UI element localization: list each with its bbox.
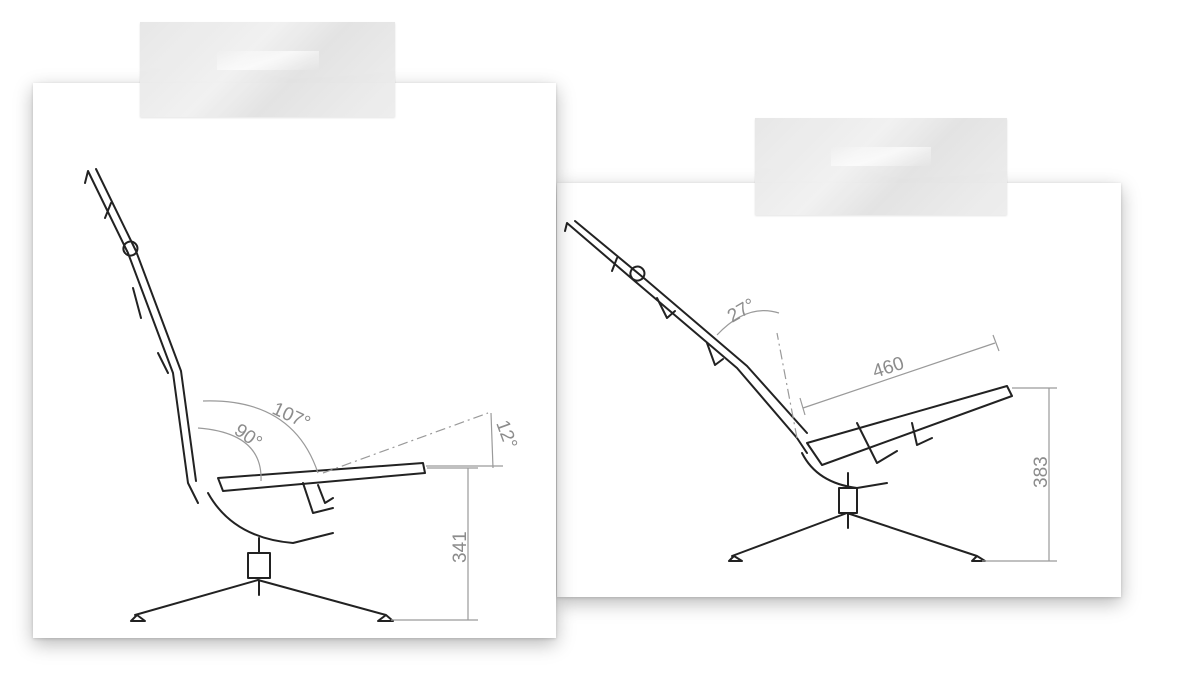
right-drawing-card: 27° 460 383	[557, 183, 1121, 597]
right-recline-reference-line	[776, 332, 798, 439]
left-chair-seat-frame	[207, 462, 426, 544]
right-seat-depth-line	[799, 334, 1000, 416]
right-seat-height-line	[982, 387, 1057, 562]
left-seat-tilt-angle-label: 12°	[491, 418, 521, 452]
left-seat-back-angle-90-label: 90°	[230, 420, 266, 454]
left-drawing-card: 107° 90° 12° 341	[33, 83, 556, 638]
left-seat-height-label: 341	[450, 531, 471, 563]
left-card-tape	[140, 22, 395, 117]
right-chair-base	[728, 472, 986, 562]
left-backrest-angle-arcs	[197, 400, 319, 482]
left-seat-height-line	[391, 467, 478, 621]
right-recline-angle-label: 27°	[724, 295, 759, 328]
right-chair-backrest	[564, 220, 808, 454]
left-chair-base	[130, 537, 394, 622]
right-seat-height-label: 383	[1031, 456, 1052, 488]
right-chair-seat-frame	[801, 385, 1013, 489]
left-seat-tilt-line	[426, 412, 503, 469]
right-card-tape	[755, 118, 1007, 215]
left-chair-backrest	[84, 168, 199, 504]
right-chair-diagram: 27° 460 383	[564, 220, 1057, 562]
right-seat-depth-label: 460	[870, 353, 907, 383]
left-seat-tilt-reference-line	[322, 412, 489, 474]
right-recline-arc	[716, 310, 780, 336]
left-chair-diagram: 107° 90° 12° 341	[84, 168, 521, 622]
